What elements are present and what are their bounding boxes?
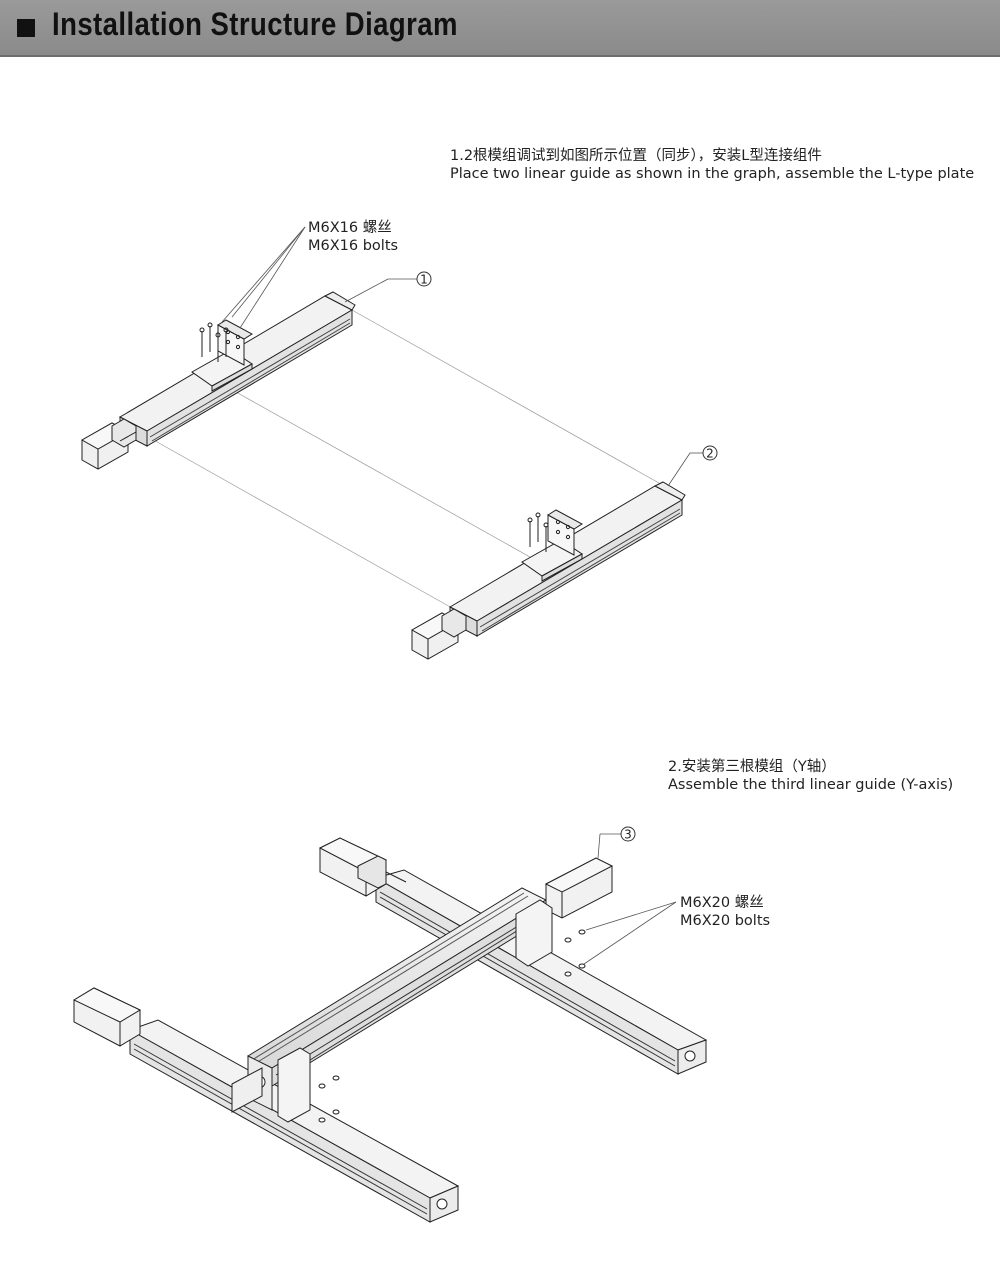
linear-guide-2	[410, 481, 686, 660]
stepper-motor-1	[80, 418, 137, 470]
bolts1-caption-en: M6X16 bolts	[308, 238, 399, 254]
bolts1-caption-cn: M6X16 螺丝	[308, 220, 392, 236]
y-axis-linear-guide	[231, 857, 614, 1123]
stepper-motor-front	[72, 987, 142, 1047]
step1-caption-cn: 1.2根模组调试到如图所示位置（同步），安装L型连接组件	[450, 148, 822, 164]
stepper-motor-y	[544, 857, 614, 919]
leader-lines-2	[583, 833, 677, 965]
stepper-motor-2	[410, 608, 467, 660]
front-linear-guide	[72, 987, 460, 1223]
step1-caption: 1.2根模组调试到如图所示位置（同步），安装L型连接组件 Place two l…	[450, 147, 974, 183]
bolts1-caption: M6X16 螺丝 M6X16 bolts	[308, 219, 398, 255]
alignment-lines	[149, 309, 683, 609]
callout-3: 3	[620, 826, 636, 842]
step2-caption: 2.安装第三根模组（Y轴） Assemble the third linear …	[668, 758, 953, 794]
header-square-icon	[17, 19, 35, 37]
bolts-set-1	[199, 322, 229, 362]
step2-caption-en: Assemble the third linear guide (Y-axis)	[668, 777, 954, 793]
leader-lines-1	[221, 226, 704, 487]
step2-caption-cn: 2.安装第三根模组（Y轴）	[668, 759, 836, 775]
callout-1-label: 1	[420, 273, 428, 287]
callout-3-label: 3	[624, 828, 632, 842]
stepper-motor-rear	[318, 837, 407, 897]
callout-2: 2	[702, 445, 718, 461]
page-title: Installation Structure Diagram	[52, 6, 458, 42]
linear-guide-1	[80, 291, 356, 470]
bolts2-caption-cn: M6X20 螺丝	[680, 895, 764, 911]
section-header: Installation Structure Diagram	[0, 0, 1000, 57]
step1-caption-en: Place two linear guide as shown in the g…	[450, 166, 975, 182]
rear-linear-guide	[318, 837, 708, 1075]
bolts2-caption-en: M6X20 bolts	[680, 913, 771, 929]
figure-1: 1 2	[80, 226, 718, 660]
callout-2-label: 2	[706, 447, 714, 461]
bolts-set-2	[527, 512, 549, 552]
bolts2-caption: M6X20 螺丝 M6X20 bolts	[680, 894, 770, 930]
figure-2: 3	[72, 826, 708, 1223]
bolts-set-3	[318, 929, 586, 1123]
callout-1: 1	[416, 271, 432, 287]
